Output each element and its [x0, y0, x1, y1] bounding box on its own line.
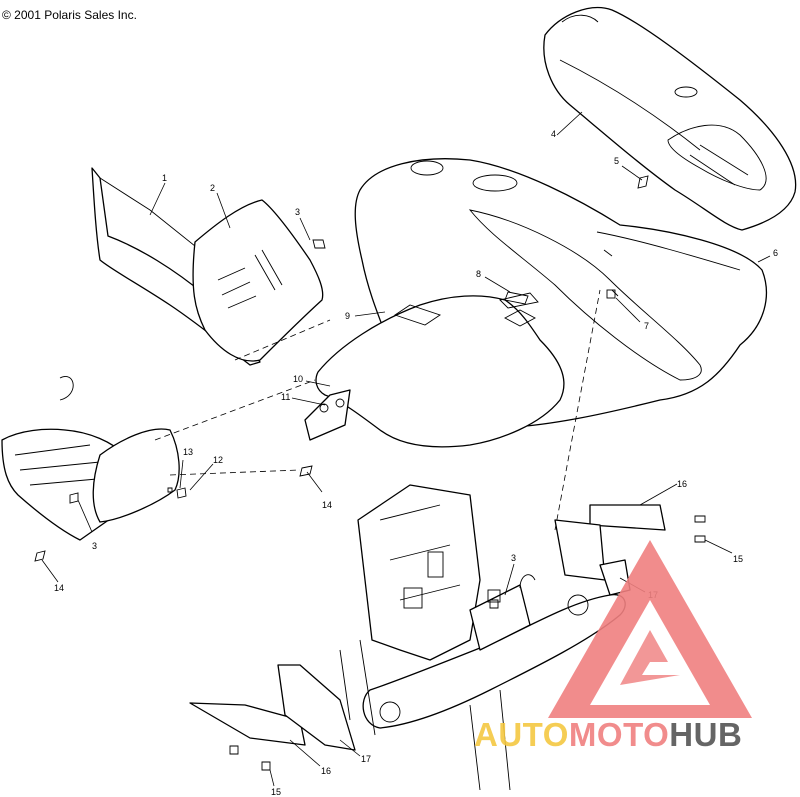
callout-15-right: 15 [733, 554, 743, 564]
watermark-auto: AUTO [474, 716, 569, 753]
callout-10: 10 [293, 374, 303, 384]
callout-16-left: 16 [321, 766, 331, 776]
watermark-triangle-icon [548, 540, 752, 718]
part-10-front-panel [315, 292, 565, 448]
watermark-text: AUTOMOTOHUB [474, 716, 742, 753]
fasteners [34, 175, 706, 771]
callout-5: 5 [614, 156, 619, 166]
assembly-lines [154, 289, 601, 531]
part-16-17-right-bracket [554, 504, 666, 596]
callout-16-right: 16 [677, 479, 687, 489]
callout-4: 4 [551, 129, 556, 139]
callout-12: 12 [213, 455, 223, 465]
left-footrest [1, 376, 180, 541]
callout-3-left: 3 [92, 541, 97, 551]
automotohub-watermark: AUTOMOTOHUB [474, 540, 752, 753]
callout-labels: 1 2 3 4 5 6 7 8 9 10 11 12 13 14 3 14 16… [54, 129, 778, 797]
callout-1: 1 [162, 173, 167, 183]
part-11-bracket [304, 389, 351, 441]
watermark-moto: MOTO [569, 716, 669, 753]
callout-9: 9 [345, 311, 350, 321]
part-4-rear-cover [543, 6, 797, 231]
callout-7: 7 [644, 321, 649, 331]
callout-14-mid: 14 [322, 500, 332, 510]
callout-11: 11 [281, 392, 290, 402]
frame-assembly [339, 484, 626, 791]
callout-3-frame: 3 [511, 553, 516, 563]
callout-2: 2 [210, 183, 215, 193]
callout-6: 6 [773, 248, 778, 258]
callout-17-left: 17 [361, 754, 371, 764]
callout-13: 13 [183, 447, 193, 457]
part-2-footwell [192, 199, 324, 362]
watermark-hub: HUB [669, 716, 742, 753]
part-16-17-left-bracket [189, 664, 356, 751]
callout-15-left: 15 [271, 787, 281, 797]
watermark-inner-mark [620, 630, 680, 685]
callout-8: 8 [476, 269, 481, 279]
callout-3-top: 3 [295, 207, 300, 217]
copyright-text: © 2001 Polaris Sales Inc. [2, 8, 137, 22]
callout-14-left: 14 [54, 583, 64, 593]
